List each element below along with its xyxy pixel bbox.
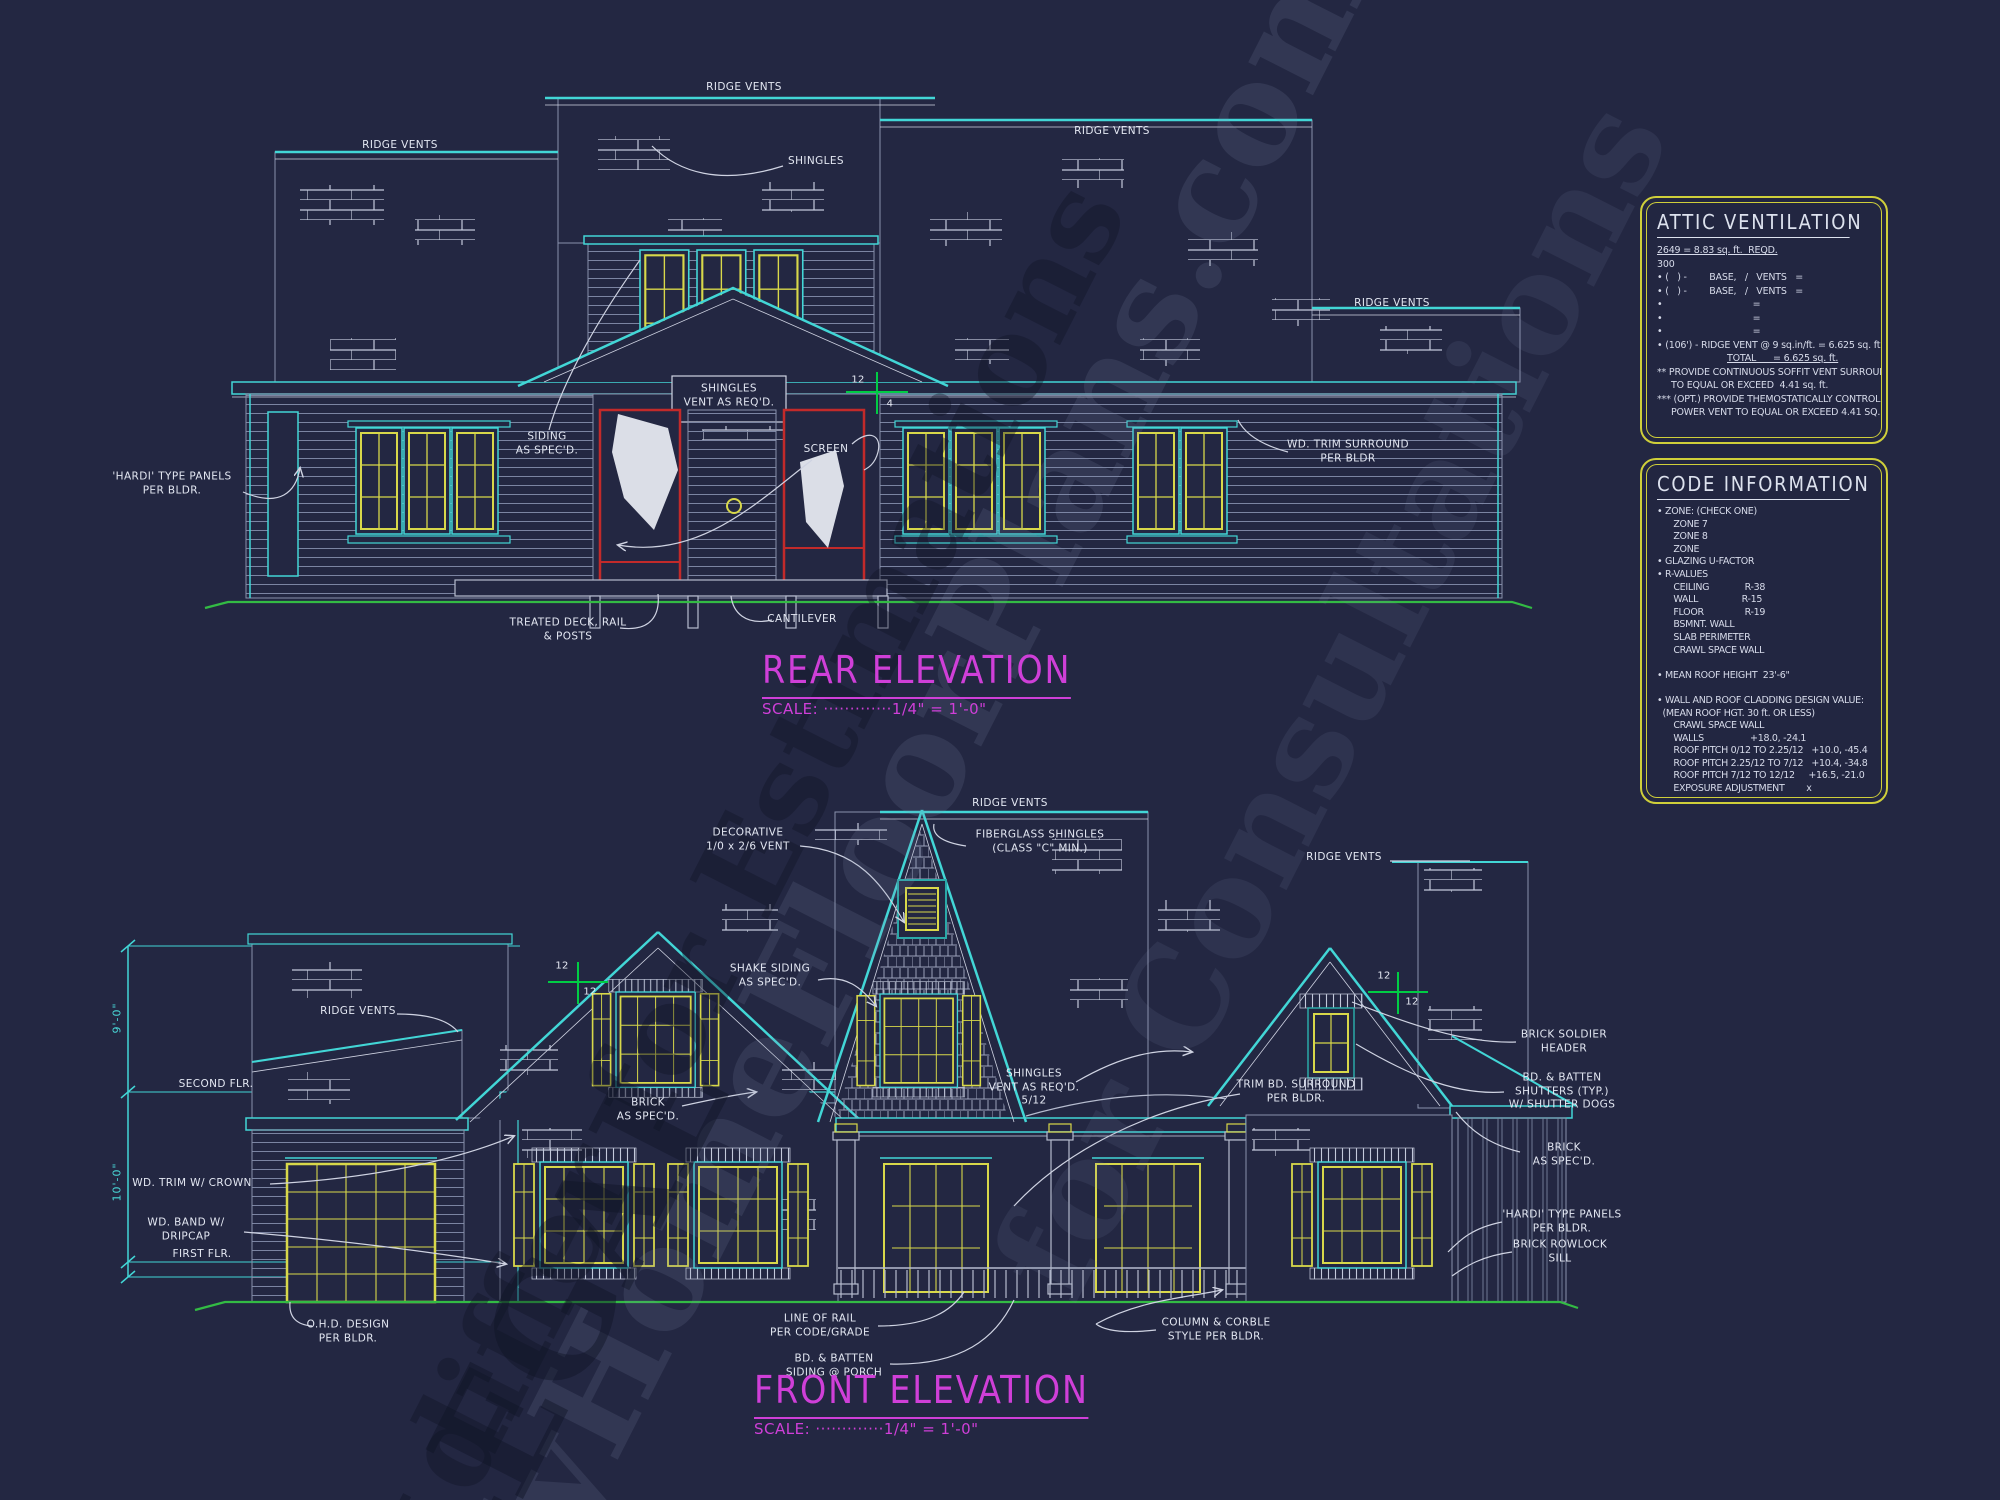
porch-roof — [1025, 1094, 1247, 1117]
attic-line: TO EQUAL OR EXCEED 4.41 sq. ft. — [1671, 380, 1829, 391]
rear-ridge-lines — [275, 96, 1520, 310]
decorative-vent — [897, 879, 947, 939]
dimension-10-0: 10'-0" — [110, 1162, 124, 1202]
pitch-rise: 12 — [1377, 970, 1391, 982]
front-elevation-scale: SCALE: ·············1/4" = 1'-0" — [754, 1420, 979, 1438]
screen-curtain-left — [612, 414, 678, 530]
deck-band — [454, 579, 888, 597]
attic-line: 300 — [1657, 258, 1675, 270]
front-ground-line — [194, 1300, 1579, 1312]
code-information-panel: CODE INFORMATION • ZONE: (CHECK ONE) ZON… — [1640, 458, 1888, 804]
rear-ground-line — [204, 600, 1533, 610]
rear-hardi-panel — [267, 411, 299, 577]
attic-line: • ( ) - BASE, / VENTS = — [1657, 272, 1803, 283]
door-knob — [726, 498, 742, 514]
rear-house — [204, 96, 1533, 630]
front-pitch-marker-right — [1368, 972, 1428, 1014]
far-right-wall — [1457, 1117, 1567, 1303]
screen-curtain-right — [800, 450, 844, 548]
attic-line: • = — [1657, 326, 1761, 337]
deck-posts — [589, 595, 889, 629]
front-house — [120, 809, 1579, 1365]
front-pitch-marker-left — [548, 962, 608, 1004]
rear-door — [687, 409, 777, 593]
pitch-run: 12 — [583, 986, 597, 998]
pitch-run: 4 — [886, 398, 894, 410]
small-gable-window — [1299, 993, 1363, 1091]
attic-ventilation-panel: ATTIC VENTILATION 2649 = 8.83 sq. ft. RE… — [1640, 196, 1888, 444]
pitch-rise: 12 — [555, 960, 569, 972]
attic-ventilation-title: ATTIC VENTILATION — [1657, 210, 1861, 238]
attic-line: ** PROVIDE CONTINUOUS SOFFIT VENT SURROU… — [1657, 366, 1882, 378]
attic-line: • = — [1657, 299, 1761, 310]
code-information-title: CODE INFORMATION — [1657, 472, 1868, 500]
porch-band — [835, 1117, 1247, 1133]
pitch-rise: 12 — [851, 374, 865, 386]
dimension-9-0: 9'-0" — [110, 1002, 124, 1034]
rear-roof-hatch — [300, 136, 1442, 370]
attic-line: 2649 = 8.83 sq. ft. REQD. — [1657, 245, 1778, 256]
right-upper-wall — [1417, 861, 1529, 1109]
attic-line: TOTAL = 6.625 sq. ft. — [1727, 353, 1839, 364]
rear-elevation-title: REAR ELEVATION — [762, 648, 1072, 699]
rear-pitch-marker — [846, 372, 908, 414]
rear-elevation-scale: SCALE: ·············1/4" = 1'-0" — [762, 700, 987, 718]
attic-line: POWER VENT TO EQUAL OR EXCEED 4.41 SQ. F… — [1671, 407, 1882, 418]
porch-railing — [838, 1270, 1246, 1298]
pitch-run: 12 — [1405, 996, 1419, 1008]
front-leaders — [243, 823, 1521, 1365]
code-information-body: • ZONE: (CHECK ONE) ZONE 7 ZONE 8 ZONE •… — [1657, 506, 1868, 795]
front-elevation-title: FRONT ELEVATION — [754, 1368, 1089, 1419]
attic-line: • = — [1657, 312, 1761, 324]
garage-door — [285, 1162, 437, 1304]
rear-leaders — [242, 145, 1289, 630]
attic-line: • (106') - RIDGE VENT @ 9 sq.in/ft. = 6.… — [1657, 339, 1882, 351]
attic-line: • ( ) - BASE, / VENTS = — [1657, 285, 1803, 297]
attic-line: *** (OPT.) PROVIDE THEMOSTATICALLY CONTR… — [1657, 393, 1882, 405]
